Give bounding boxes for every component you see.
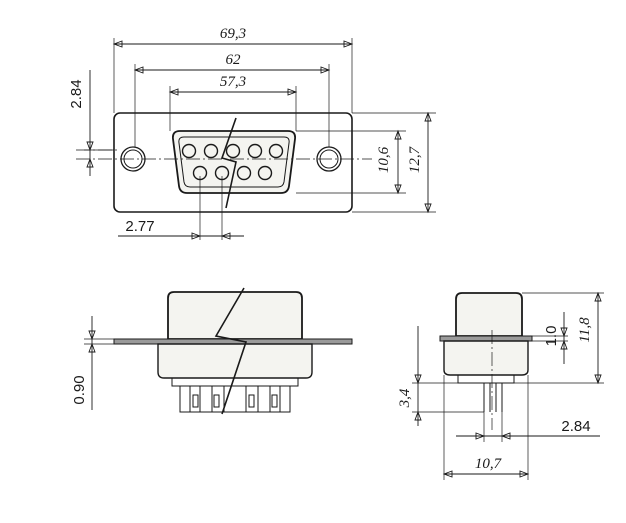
side-view-short: 11,8 1.0 3,4 2.84 10,7 bbox=[397, 291, 604, 480]
pin bbox=[247, 143, 263, 159]
pin bbox=[225, 143, 241, 159]
side2-shell bbox=[455, 292, 523, 337]
side2-pins bbox=[483, 383, 503, 412]
dim-total-height: 11,8 bbox=[577, 317, 593, 343]
side-insulator bbox=[171, 377, 299, 387]
dim-pin-length: 3,4 bbox=[397, 388, 413, 408]
front-shell-inner bbox=[178, 136, 290, 188]
dim-flange-height: 12,7 bbox=[407, 145, 423, 173]
dim-flange-thickness: 0.90 bbox=[71, 375, 88, 404]
side-lower-body bbox=[157, 343, 313, 379]
pin bbox=[236, 165, 252, 181]
front-flange bbox=[113, 112, 353, 213]
side-shell bbox=[167, 291, 303, 340]
front-view bbox=[76, 112, 372, 213]
front-dimensions: 69,3 62 57,3 2.84 10,6 12,7 bbox=[68, 26, 436, 240]
front-break-line bbox=[220, 117, 237, 209]
side-pin-block bbox=[179, 385, 291, 413]
side-view-long: 0.90 bbox=[71, 287, 353, 415]
pin bbox=[268, 143, 284, 159]
front-pins-top bbox=[181, 143, 284, 159]
dim-pin-pitch: 2.77 bbox=[125, 218, 154, 235]
dim-side-depth: 10,7 bbox=[475, 456, 503, 472]
dim-pin-row-spacing: 2.84 bbox=[561, 418, 590, 435]
pin bbox=[257, 165, 273, 181]
side2-insulator bbox=[457, 374, 515, 384]
dim-overall-width: 69,3 bbox=[220, 26, 246, 42]
pin bbox=[203, 143, 219, 159]
dim-shell-height: 10,6 bbox=[376, 146, 392, 173]
side-pins bbox=[189, 386, 281, 412]
dim-mounting-pitch: 62 bbox=[226, 52, 242, 68]
side2-flange bbox=[439, 335, 533, 342]
dim-flange-to-top: 1.0 bbox=[543, 326, 560, 347]
pin bbox=[181, 143, 197, 159]
dim-shell-width: 57,3 bbox=[220, 74, 246, 90]
side-break-line bbox=[214, 287, 248, 415]
dim-top-offset: 2.84 bbox=[68, 79, 85, 108]
side2-lower-body bbox=[443, 340, 529, 376]
